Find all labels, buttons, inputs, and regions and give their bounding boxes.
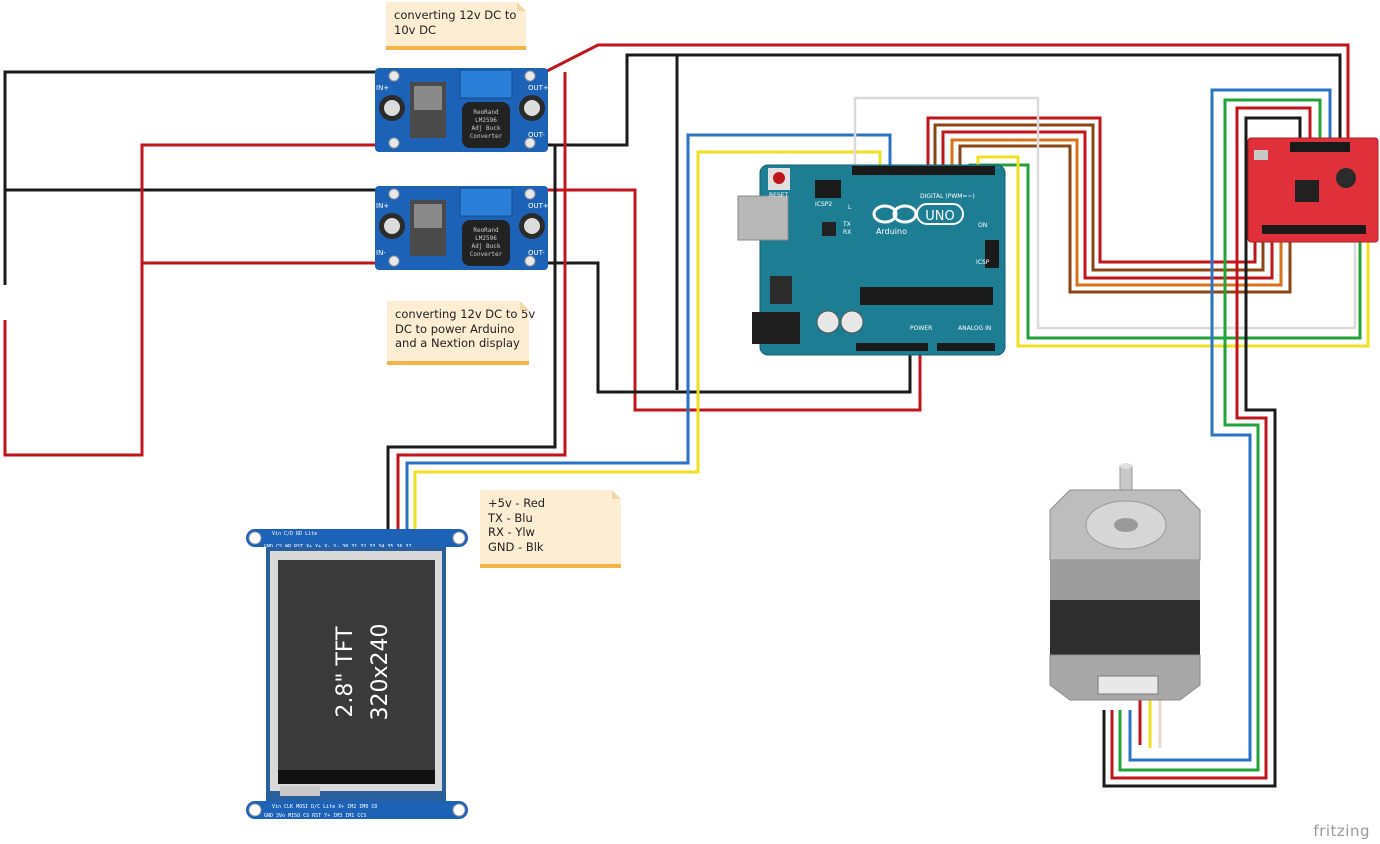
buck1-inductor-line4: Converter [470,133,503,140]
buck1-inductor-line1: ReoRand [473,109,499,116]
buck2-inductor-line1: ReoRand [473,227,499,234]
wire-green-motor [1118,98,1322,772]
wire-gray-gnd [853,96,1357,330]
buck2-inductor-line3: Adj Buck [472,243,501,250]
wire-black-buck1-out [545,53,1342,147]
tft-display-module: Vin C/D RD Lite GND CS WR RST X+ Y+ X- Y… [246,529,468,819]
wire-black-motor [1102,116,1302,788]
buck1-inductor-line3: Adj Buck [472,125,501,132]
buck2-inductor-line2: LM2596 [475,235,497,242]
note-buck-5v-line3: and a Nextion display [395,336,520,350]
fritzing-watermark: fritzing [1313,822,1370,840]
wire-red-tft-5v [396,72,567,535]
wire-red-d5 [941,130,1274,280]
wire-yellow-d1 [976,155,1370,348]
tft-bottom-pins-row2: GND 3Vo MISO CS RST Y+ IM3 IM1 CCS [264,813,366,819]
arduino-icsp2-label: ICSP2 [815,201,832,208]
buck2-in-plus: IN+ [376,202,389,210]
buck2-inductor-line4: Converter [470,251,503,258]
wire-red-motor [1110,106,1312,780]
arduino-power-label: POWER [910,325,932,332]
tft-size-label: 2.8" TFT [333,626,358,718]
arduino-l-label: L [848,204,852,211]
wire-black-supply-top [3,70,380,285]
wire-blue-tft-tx [405,133,892,535]
tft-top-pins-row1: Vin C/D RD Lite [272,531,317,537]
note-fold [517,2,526,11]
wire-brown-d6 [933,123,1265,272]
note-buck-10v-line1: converting 12v DC to [394,8,517,22]
buck1-out-plus: OUT+ [528,84,549,92]
note-buck-5v-line2: DC to power Arduino [395,321,515,336]
note-buck-10v: converting 12v DC to 10v DC [386,2,526,50]
wire-red-buck1-out [544,43,1350,140]
stepper-driver-board [1247,137,1379,243]
note-fold [520,301,529,310]
arduino-rx-label: RX [843,229,851,236]
wire-red-d7 [926,116,1257,264]
legend-red: +5v - Red [488,496,546,510]
buck2-in-minus: IN- [376,249,386,257]
legend-blue: TX - Blu [488,510,533,525]
arduino-brand-text: Arduino [876,227,907,236]
tft-resolution-label: 320x240 [368,623,393,720]
wire-blue-motor [1128,88,1332,762]
buck2-out-minus: OUT- [528,249,545,257]
buck2-out-plus: OUT+ [528,202,549,210]
note-buck-10v-line2: 10v DC [394,22,436,37]
wire-red-supply-1 [3,143,380,457]
wire-black-buck2-out [545,261,912,394]
buck1-in-plus: IN+ [376,84,389,92]
buck1-inductor-line2: LM2596 [475,117,497,124]
tft-bottom-pins-row1: Vin CLK MOSI D/C Lite X+ IM2 IM0 CD [272,804,377,810]
wire-brown-d3 [958,144,1292,294]
arduino-tx-label: TX [842,221,851,228]
wire-orange-d4 [950,138,1283,287]
wires [3,43,1370,788]
buck-converter-2: ReoRand LM2596 Adj Buck Converter IN+ IN… [375,186,549,270]
wire-red-buck2-out [545,188,922,412]
note-wire-legend: +5v - Red TX - Blu RX - Ylw GND - Blk [480,490,621,568]
arduino-reset-label: RESET [769,192,789,199]
arduino-analog-label: ANALOG IN [958,325,991,332]
arduino-icsp-label: ICSP [976,259,990,266]
stepper-motor [1049,463,1201,701]
arduino-logo-text: UNO [925,209,954,224]
legend-yellow: RX - Ylw [488,525,535,539]
note-fold [612,490,621,499]
arduino-uno-board: RESET ICSP2 DIGITAL (PWM=~) UNO Arduino … [737,164,1006,356]
wire-yellow-tft-rx [413,150,882,535]
arduino-on-label: ON [978,222,987,229]
arduino-digital-label: DIGITAL (PWM=~) [920,193,975,200]
buck1-out-minus: OUT- [528,131,545,139]
legend-black: GND - Blk [488,539,544,554]
buck-converter-1: ReoRand LM2596 Adj Buck Converter IN+ OU… [375,68,549,152]
wire-black-tft-gnd [386,145,557,535]
note-buck-5v: converting 12v DC to 5v DC to power Ardu… [387,301,536,365]
note-buck-5v-line1: converting 12v DC to 5v [395,307,536,321]
